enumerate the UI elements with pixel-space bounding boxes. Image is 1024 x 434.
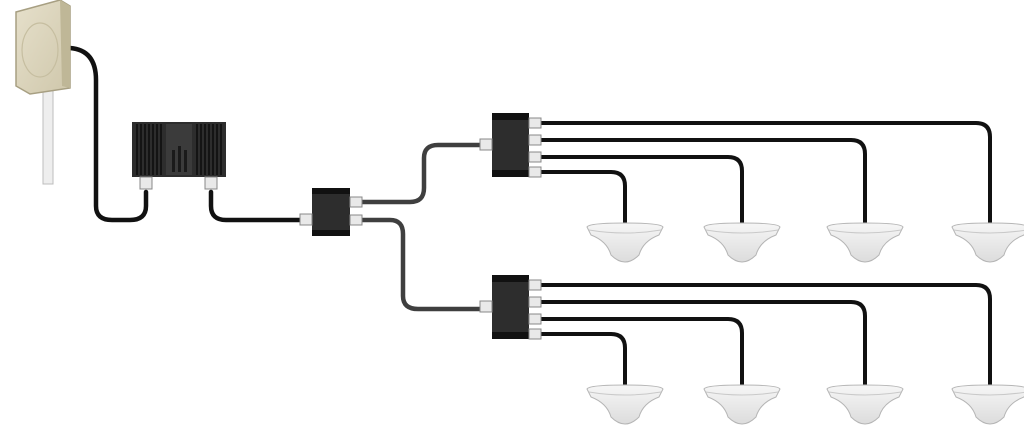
heatsink-fin <box>204 124 206 175</box>
dome-antenna-body <box>951 222 1024 263</box>
four-way-splitter-output-port-2 <box>528 134 542 146</box>
amplifier-donor-port <box>139 176 153 190</box>
amplifier-vent <box>172 150 175 172</box>
dome-antenna <box>703 384 781 425</box>
amplifier-vent <box>184 150 187 172</box>
antenna-panel-side <box>60 0 70 88</box>
splitter-output-port-1 <box>349 196 363 208</box>
four-way-splitter-output-port-4 <box>528 166 542 178</box>
four-way-splitter-output-port-4 <box>528 328 542 340</box>
dome-antenna-body <box>826 384 904 425</box>
four-way-splitter-cap <box>492 332 529 339</box>
outdoor-panel-antenna <box>15 0 71 185</box>
antenna-mast <box>42 85 54 185</box>
heatsink-fin <box>140 124 142 175</box>
heatsink-fin <box>156 124 158 175</box>
cable-top-output-3 <box>539 155 744 224</box>
signal-amplifier <box>132 122 226 190</box>
indoor-dome-antennas <box>586 222 1024 425</box>
dome-antenna-body <box>703 222 781 263</box>
dome-antenna-rim <box>588 229 662 234</box>
heatsink-fin <box>220 124 222 175</box>
four-way-splitter-cap <box>492 113 529 120</box>
cable-top-output-2 <box>539 138 867 224</box>
dome-antenna-rim <box>953 229 1024 234</box>
dome-antenna <box>703 222 781 263</box>
heatsink-fin <box>136 124 138 175</box>
dome-antenna-rim <box>705 391 779 396</box>
four-way-splitter-output-port-3 <box>528 313 542 325</box>
amplifier-server-port <box>204 176 218 190</box>
four-way-splitter-top <box>479 113 542 178</box>
heatsink-fin <box>144 124 146 175</box>
dome-antenna <box>586 222 664 263</box>
four-way-splitter-cap <box>492 275 529 282</box>
dome-antenna-rim <box>588 391 662 396</box>
dome-antenna-body <box>703 384 781 425</box>
four-way-splitter-body <box>492 113 529 177</box>
cable-antenna-to-amplifier <box>67 45 149 223</box>
heatsink-fin <box>216 124 218 175</box>
four-way-splitter-bottom <box>479 275 542 340</box>
cable-amplifier-to-splitter <box>208 189 303 223</box>
dome-antenna-rim <box>828 391 902 396</box>
dome-antenna <box>826 222 904 263</box>
cable-top-output-1 <box>539 121 992 224</box>
four-way-splitter-body <box>492 275 529 339</box>
dome-antenna-body <box>826 222 904 263</box>
two-way-splitter <box>299 188 363 236</box>
dome-antenna <box>826 384 904 425</box>
splitter-output-port-2 <box>349 214 363 226</box>
cable-bottom-output-4 <box>539 332 627 386</box>
heatsink-fin <box>200 124 202 175</box>
heatsink-fin <box>160 124 162 175</box>
dome-antenna-body <box>586 222 664 263</box>
amplifier-heatsink-fins <box>136 124 222 175</box>
four-way-splitter-output-port-1 <box>528 279 542 291</box>
dome-antenna <box>586 384 664 425</box>
antenna-panel-face <box>21 22 59 78</box>
dome-antenna-body <box>951 384 1024 425</box>
splitter-cap <box>312 230 350 236</box>
dome-antenna <box>951 222 1024 263</box>
cables <box>67 45 992 386</box>
dome-antenna <box>951 384 1024 425</box>
cable-bottom-output-3 <box>539 317 744 386</box>
dome-antenna-rim <box>705 229 779 234</box>
four-way-splitter-output-port-2 <box>528 296 542 308</box>
heatsink-fin <box>152 124 154 175</box>
four-way-splitter-output-port-1 <box>528 117 542 129</box>
amplifier-vent <box>178 146 181 172</box>
splitter-body <box>312 188 350 236</box>
dome-antenna-body <box>586 384 664 425</box>
four-way-splitter-input-port <box>479 138 493 151</box>
splitter-cap <box>312 188 350 194</box>
four-way-splitter-output-port-3 <box>528 151 542 163</box>
heatsink-fin <box>212 124 214 175</box>
four-way-splitter-cap <box>492 170 529 177</box>
cable-splitter-to-top-splitter <box>359 142 487 205</box>
splitter-input-port <box>299 213 313 226</box>
dome-antenna-rim <box>953 391 1024 396</box>
cable-bottom-output-1 <box>539 283 992 386</box>
heatsink-fin <box>196 124 198 175</box>
four-way-splitter-input-port <box>479 300 493 313</box>
cable-splitter-to-bottom-splitter <box>359 217 487 312</box>
cable-top-output-4 <box>539 170 627 224</box>
heatsink-fin <box>208 124 210 175</box>
cable-bottom-output-2 <box>539 300 867 386</box>
heatsink-fin <box>148 124 150 175</box>
dome-antenna-rim <box>828 229 902 234</box>
